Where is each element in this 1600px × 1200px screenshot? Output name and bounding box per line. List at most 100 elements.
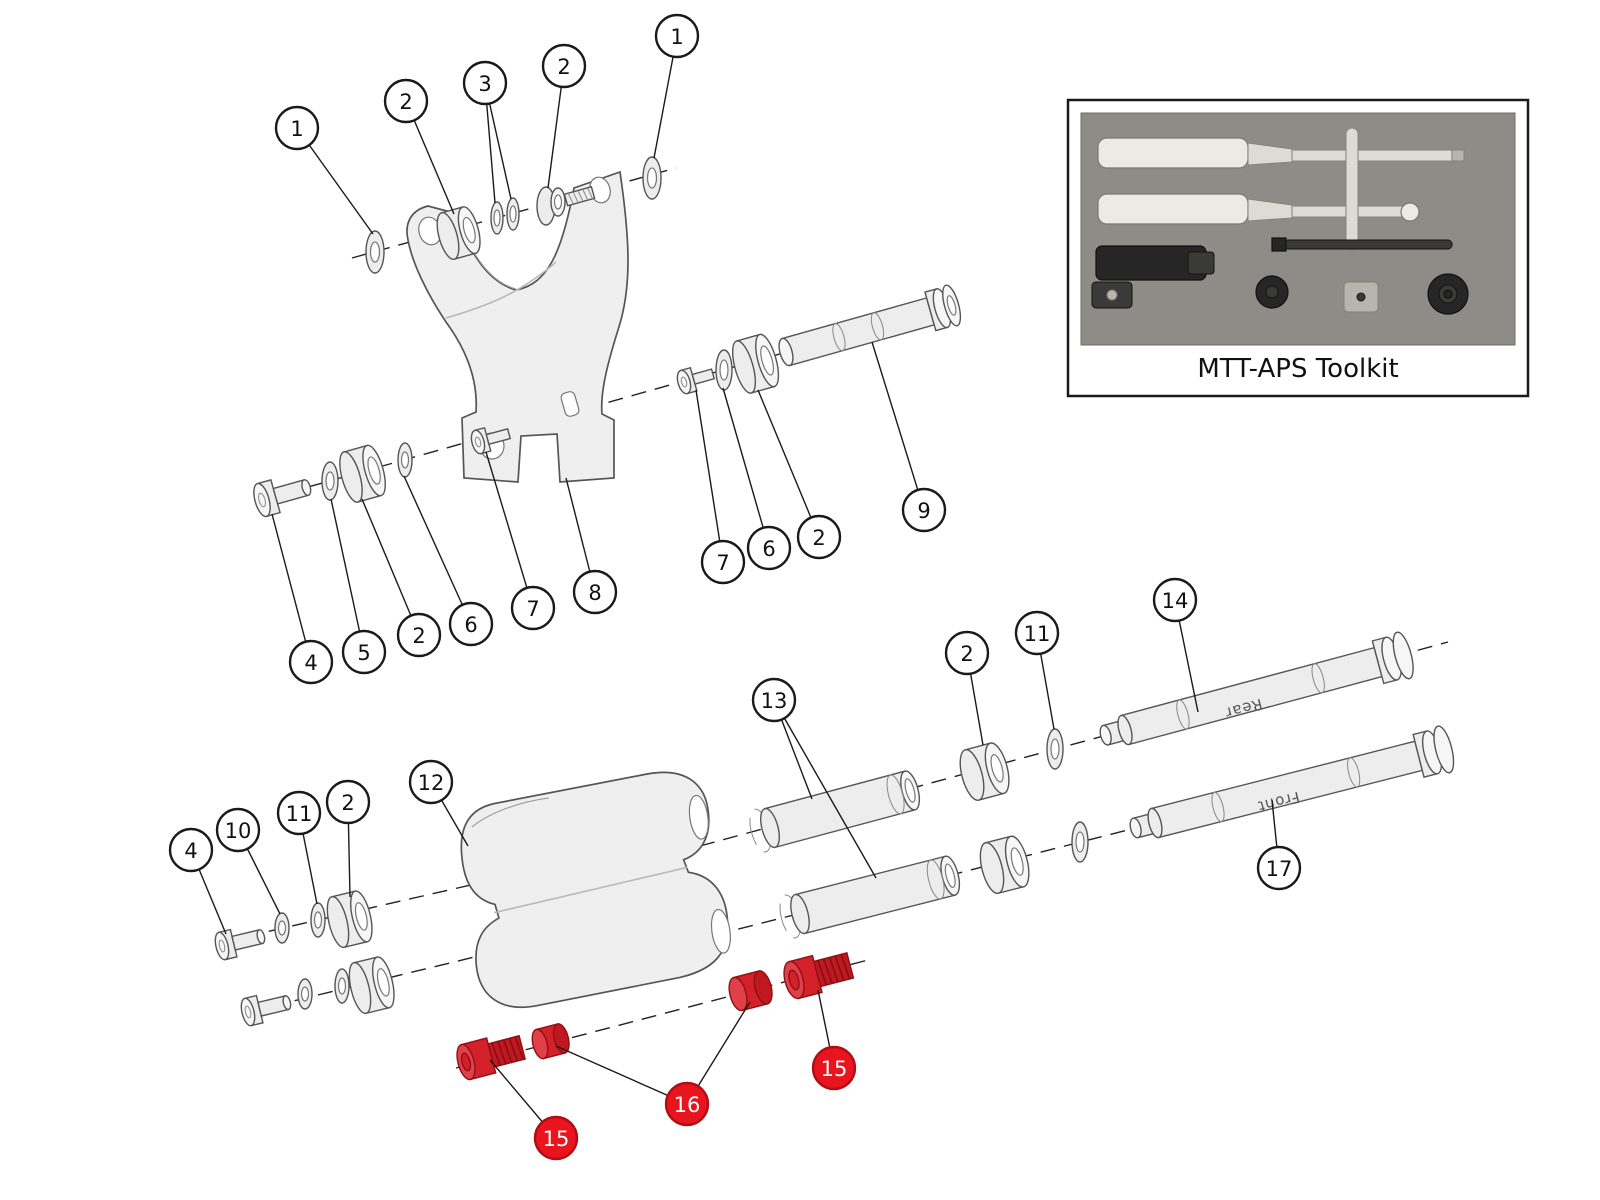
bearing-2-lower-a bbox=[326, 890, 373, 949]
bolt-4-lower-a bbox=[214, 928, 266, 961]
svg-text:15: 15 bbox=[543, 1127, 570, 1151]
svg-text:13: 13 bbox=[761, 689, 788, 713]
svg-text:4: 4 bbox=[184, 839, 197, 863]
spacer-3a bbox=[490, 201, 504, 235]
svg-text:2: 2 bbox=[960, 642, 973, 666]
svg-text:14: 14 bbox=[1162, 589, 1189, 613]
callout-2e: 2 bbox=[325, 779, 371, 898]
axle-rear-14: Rear bbox=[1099, 631, 1414, 746]
callout-11b: 11 bbox=[1014, 610, 1060, 730]
callout-14: 14 bbox=[1152, 577, 1199, 713]
callout-10: 10 bbox=[215, 807, 281, 915]
svg-text:11: 11 bbox=[286, 802, 313, 826]
inset-caption: MTT-APS Toolkit bbox=[1197, 354, 1398, 384]
washer-6 bbox=[397, 442, 413, 478]
bearing-2-right-a bbox=[959, 742, 1010, 801]
round-spacer bbox=[1255, 275, 1289, 309]
svg-text:4: 4 bbox=[304, 651, 317, 675]
washer-10-b bbox=[297, 978, 313, 1010]
round-cup bbox=[1427, 273, 1469, 315]
callout-2b: 2 bbox=[541, 43, 587, 189]
svg-text:2: 2 bbox=[812, 526, 825, 550]
callout-11a: 11 bbox=[276, 790, 322, 905]
callout-1a: 1 bbox=[274, 105, 374, 235]
square-plate bbox=[1343, 281, 1379, 313]
link-12 bbox=[460, 771, 731, 1008]
svg-text:11: 11 bbox=[1024, 622, 1051, 646]
callout-4b: 4 bbox=[168, 827, 227, 935]
bearing-2-lower-b bbox=[348, 956, 395, 1015]
sleeve-13-a bbox=[749, 770, 921, 853]
svg-text:15: 15 bbox=[821, 1057, 848, 1081]
bearing-2-right bbox=[731, 333, 780, 394]
callout-6a: 6 bbox=[403, 475, 494, 647]
washer-11-right-b bbox=[1071, 821, 1089, 863]
callout-4a: 4 bbox=[271, 513, 334, 685]
bearing-2 bbox=[339, 444, 386, 503]
washer-6-right bbox=[715, 349, 733, 391]
upper-assembly bbox=[253, 156, 962, 518]
callout-9: 9 bbox=[871, 341, 947, 533]
slot bbox=[560, 391, 580, 417]
callout-1b: 1 bbox=[653, 13, 700, 159]
svg-text:2: 2 bbox=[341, 791, 354, 815]
washer-11-a bbox=[310, 902, 326, 938]
bolt-4-lower-b bbox=[240, 994, 292, 1027]
spacer-2-top bbox=[536, 186, 566, 226]
svg-text:7: 7 bbox=[716, 551, 729, 575]
callout-2f: 2 bbox=[944, 630, 990, 746]
callout-2a: 2 bbox=[383, 78, 455, 215]
bolt-7-right bbox=[676, 366, 716, 395]
svg-text:12: 12 bbox=[418, 771, 445, 795]
toolkit-inset: MTT-APS Toolkit bbox=[1066, 98, 1530, 398]
callout-2c: 2 bbox=[361, 498, 442, 658]
spacer-3b bbox=[506, 197, 520, 231]
svg-text:16: 16 bbox=[674, 1093, 701, 1117]
svg-text:9: 9 bbox=[917, 499, 930, 523]
callout-5: 5 bbox=[330, 498, 387, 675]
axle-front-17: Front bbox=[1129, 725, 1455, 839]
threaded-stub bbox=[563, 185, 596, 207]
sleeve-13-b bbox=[779, 855, 961, 939]
washer-10-a bbox=[274, 912, 290, 944]
svg-text:3: 3 bbox=[478, 72, 491, 96]
bearing-2-top bbox=[436, 206, 481, 260]
threaded-rod bbox=[1271, 237, 1453, 252]
callout-7a: 7 bbox=[485, 451, 556, 631]
callout-15a: 15 bbox=[811, 989, 857, 1091]
callout-13: 13 bbox=[751, 677, 877, 879]
svg-text:17: 17 bbox=[1266, 857, 1293, 881]
svg-text:5: 5 bbox=[357, 641, 370, 665]
svg-text:1: 1 bbox=[290, 117, 303, 141]
washer-5 bbox=[321, 461, 339, 501]
axle-9 bbox=[778, 284, 962, 367]
callout-2d: 2 bbox=[757, 389, 842, 560]
callout-7b: 7 bbox=[695, 389, 746, 585]
bolt-4 bbox=[253, 478, 312, 518]
punch-tool-1 bbox=[1097, 137, 1465, 169]
svg-text:1: 1 bbox=[670, 25, 683, 49]
svg-text:6: 6 bbox=[762, 537, 775, 561]
callout-6b: 6 bbox=[722, 387, 792, 571]
press-pin bbox=[1345, 127, 1359, 251]
callout-3: 3 bbox=[462, 60, 512, 204]
svg-text:2: 2 bbox=[412, 624, 425, 648]
svg-text:6: 6 bbox=[464, 613, 477, 637]
red-spacer-16-a bbox=[531, 1023, 570, 1060]
bolt-7-left bbox=[470, 426, 512, 455]
washer-11-right-a bbox=[1046, 728, 1064, 770]
red-plug-15-b bbox=[783, 951, 855, 1000]
callouts: 1 2 3 2 1 4 bbox=[168, 13, 1302, 1161]
callout-12: 12 bbox=[408, 759, 469, 847]
callout-16: 16 bbox=[555, 1001, 751, 1127]
washer-11-b bbox=[334, 968, 350, 1004]
svg-text:7: 7 bbox=[526, 597, 539, 621]
red-plug-15-a bbox=[456, 1034, 527, 1081]
svg-text:8: 8 bbox=[588, 581, 601, 605]
red-spacer-16-b bbox=[728, 970, 773, 1012]
bearing-2-right-b bbox=[979, 835, 1030, 895]
svg-text:2: 2 bbox=[557, 55, 570, 79]
svg-text:2: 2 bbox=[399, 90, 412, 114]
